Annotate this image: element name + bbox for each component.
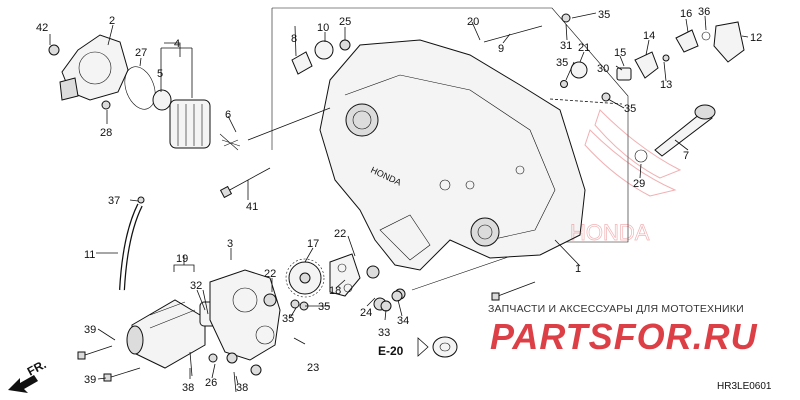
callout-22-lower: 22 xyxy=(264,268,276,280)
callout-35-top: 35 xyxy=(598,9,610,21)
callout-8: 8 xyxy=(291,33,297,45)
callout-4: 4 xyxy=(174,38,180,50)
callout-27: 27 xyxy=(135,47,147,59)
gear-housing-group xyxy=(209,269,281,376)
callout-7: 7 xyxy=(683,150,689,162)
callout-21: 21 xyxy=(578,42,590,54)
svg-text:HONDA: HONDA xyxy=(570,220,650,245)
front-direction-label: FR. xyxy=(25,357,49,378)
small-bolts-group xyxy=(77,281,536,393)
leader-lines xyxy=(49,12,749,385)
callout-35-mid: 35 xyxy=(556,57,568,69)
callout-30: 30 xyxy=(597,63,609,75)
front-direction-arrow xyxy=(8,375,38,393)
callout-3: 3 xyxy=(227,238,233,250)
callout-9: 9 xyxy=(498,43,504,55)
callout-6: 6 xyxy=(225,109,231,121)
callout-13: 13 xyxy=(660,79,672,91)
callout-39-lower: 39 xyxy=(84,374,96,386)
callout-29: 29 xyxy=(633,178,645,190)
callout-25: 25 xyxy=(339,16,351,28)
callout-2: 2 xyxy=(109,15,115,27)
reference-part-e20 xyxy=(417,336,458,358)
callout-24: 24 xyxy=(360,307,372,319)
oil-filter-cover-group xyxy=(48,34,241,151)
top-parts-group xyxy=(291,13,745,163)
callout-42: 42 xyxy=(36,22,48,34)
callout-32: 32 xyxy=(190,280,202,292)
callout-38-left: 38 xyxy=(182,382,194,394)
callout-15: 15 xyxy=(614,47,626,59)
watermark-brand-logo: PARTSFOR.RU xyxy=(490,316,758,357)
callout-5: 5 xyxy=(157,68,163,80)
callout-12: 12 xyxy=(750,32,762,44)
callout-35-right: 35 xyxy=(624,103,636,115)
watermark-tagline: ЗАПЧАСТИ И АКСЕССУАРЫ ДЛЯ МОТОТЕХНИКИ xyxy=(488,303,744,315)
callout-31: 31 xyxy=(560,40,572,52)
starter-gear-group xyxy=(285,253,406,311)
diagram-code: HR3LE0601 xyxy=(717,381,772,392)
callout-26: 26 xyxy=(205,377,217,389)
callout-36: 36 xyxy=(698,6,710,18)
callout-28: 28 xyxy=(100,127,112,139)
reference-label-e20: E-20 xyxy=(378,344,404,358)
callout-37: 37 xyxy=(108,195,120,207)
starter-motor xyxy=(126,299,221,369)
callout-1: 1 xyxy=(575,263,581,275)
long-bolt xyxy=(219,167,271,199)
callout-39-upper: 39 xyxy=(84,324,96,336)
callout-41: 41 xyxy=(246,201,258,213)
honda-wing-watermark: HONDA xyxy=(570,109,682,245)
callout-34: 34 xyxy=(397,315,409,327)
callout-38-right: 38 xyxy=(236,382,248,394)
callout-19: 19 xyxy=(176,253,188,265)
callout-16: 16 xyxy=(680,8,692,20)
breather-hose xyxy=(119,196,145,291)
callout-33: 33 xyxy=(378,327,390,339)
callout-35-gear: 35 xyxy=(318,301,330,313)
callout-numbers: 1 2 3 4 5 6 7 8 9 10 11 12 13 14 15 16 1… xyxy=(25,6,762,394)
callout-22-upper: 22 xyxy=(334,228,346,240)
callout-35-lower: 35 xyxy=(282,313,294,325)
callout-17: 17 xyxy=(307,238,319,250)
callout-20: 20 xyxy=(467,16,479,28)
callout-23: 23 xyxy=(307,362,319,374)
callout-14: 14 xyxy=(643,30,655,42)
callout-10: 10 xyxy=(317,22,329,34)
front-crankcase-cover: HONDA xyxy=(319,39,586,271)
callout-11: 11 xyxy=(84,249,95,261)
callout-18: 18 xyxy=(329,285,341,297)
